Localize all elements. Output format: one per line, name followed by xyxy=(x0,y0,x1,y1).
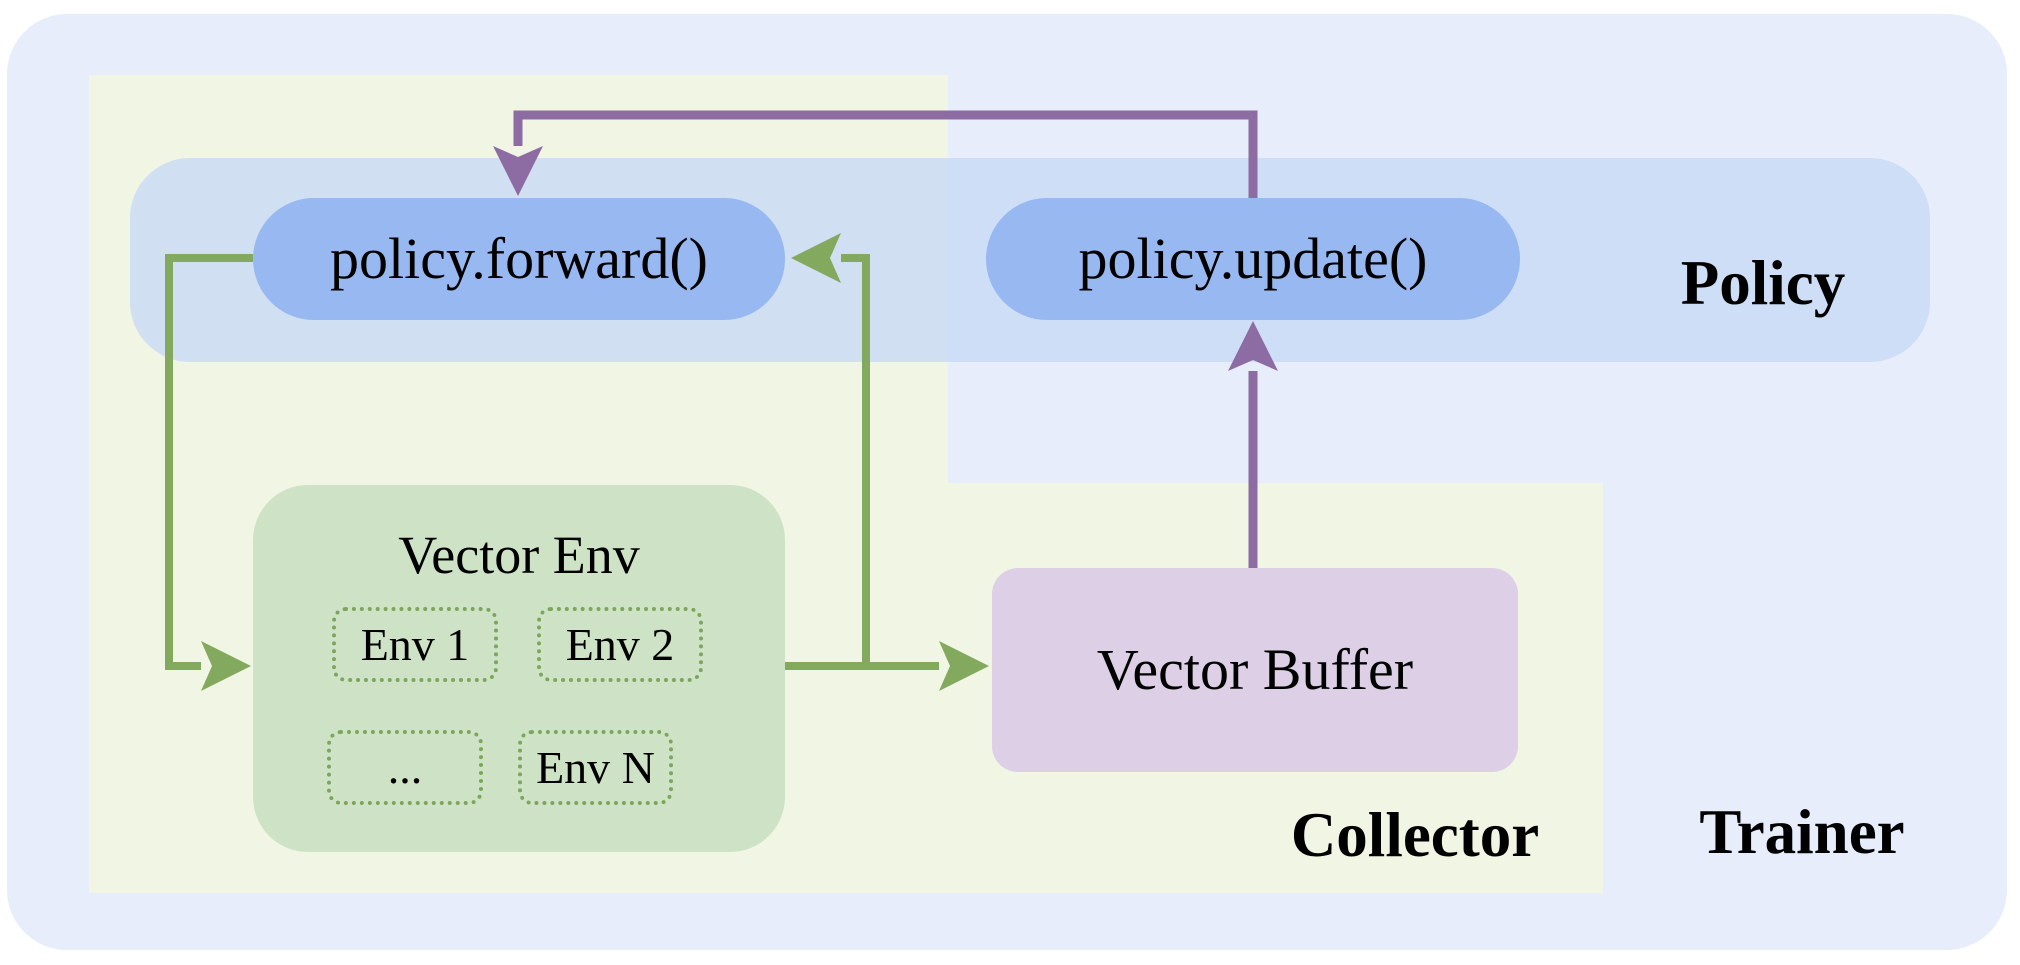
env-item-ellipsis: ... xyxy=(327,730,483,805)
policy-forward-label: policy.forward() xyxy=(330,226,708,291)
policy-label: Policy xyxy=(1680,247,1846,318)
env-item-1-label: Env 1 xyxy=(360,618,470,670)
collector-label: Collector xyxy=(1290,799,1540,870)
vector-buffer-box: Vector Buffer xyxy=(992,568,1518,772)
env-item-ellipsis-label: ... xyxy=(387,741,423,793)
vector-env-box: Vector Env Env 1 Env 2 ... Env N xyxy=(253,485,785,852)
env-item-n: Env N xyxy=(518,730,673,805)
policy-update-label: policy.update() xyxy=(1078,226,1428,291)
vector-buffer-label: Vector Buffer xyxy=(1096,637,1414,702)
env-item-1: Env 1 xyxy=(332,607,498,682)
env-item-2: Env 2 xyxy=(537,607,703,682)
policy-forward-pill: policy.forward() xyxy=(253,198,785,320)
trainer-label: Trainer xyxy=(1699,796,1905,867)
policy-update-pill: policy.update() xyxy=(986,198,1520,320)
vector-env-title: Vector Env xyxy=(398,525,640,585)
env-item-n-label: Env N xyxy=(536,741,655,793)
env-item-2-label: Env 2 xyxy=(565,618,675,670)
